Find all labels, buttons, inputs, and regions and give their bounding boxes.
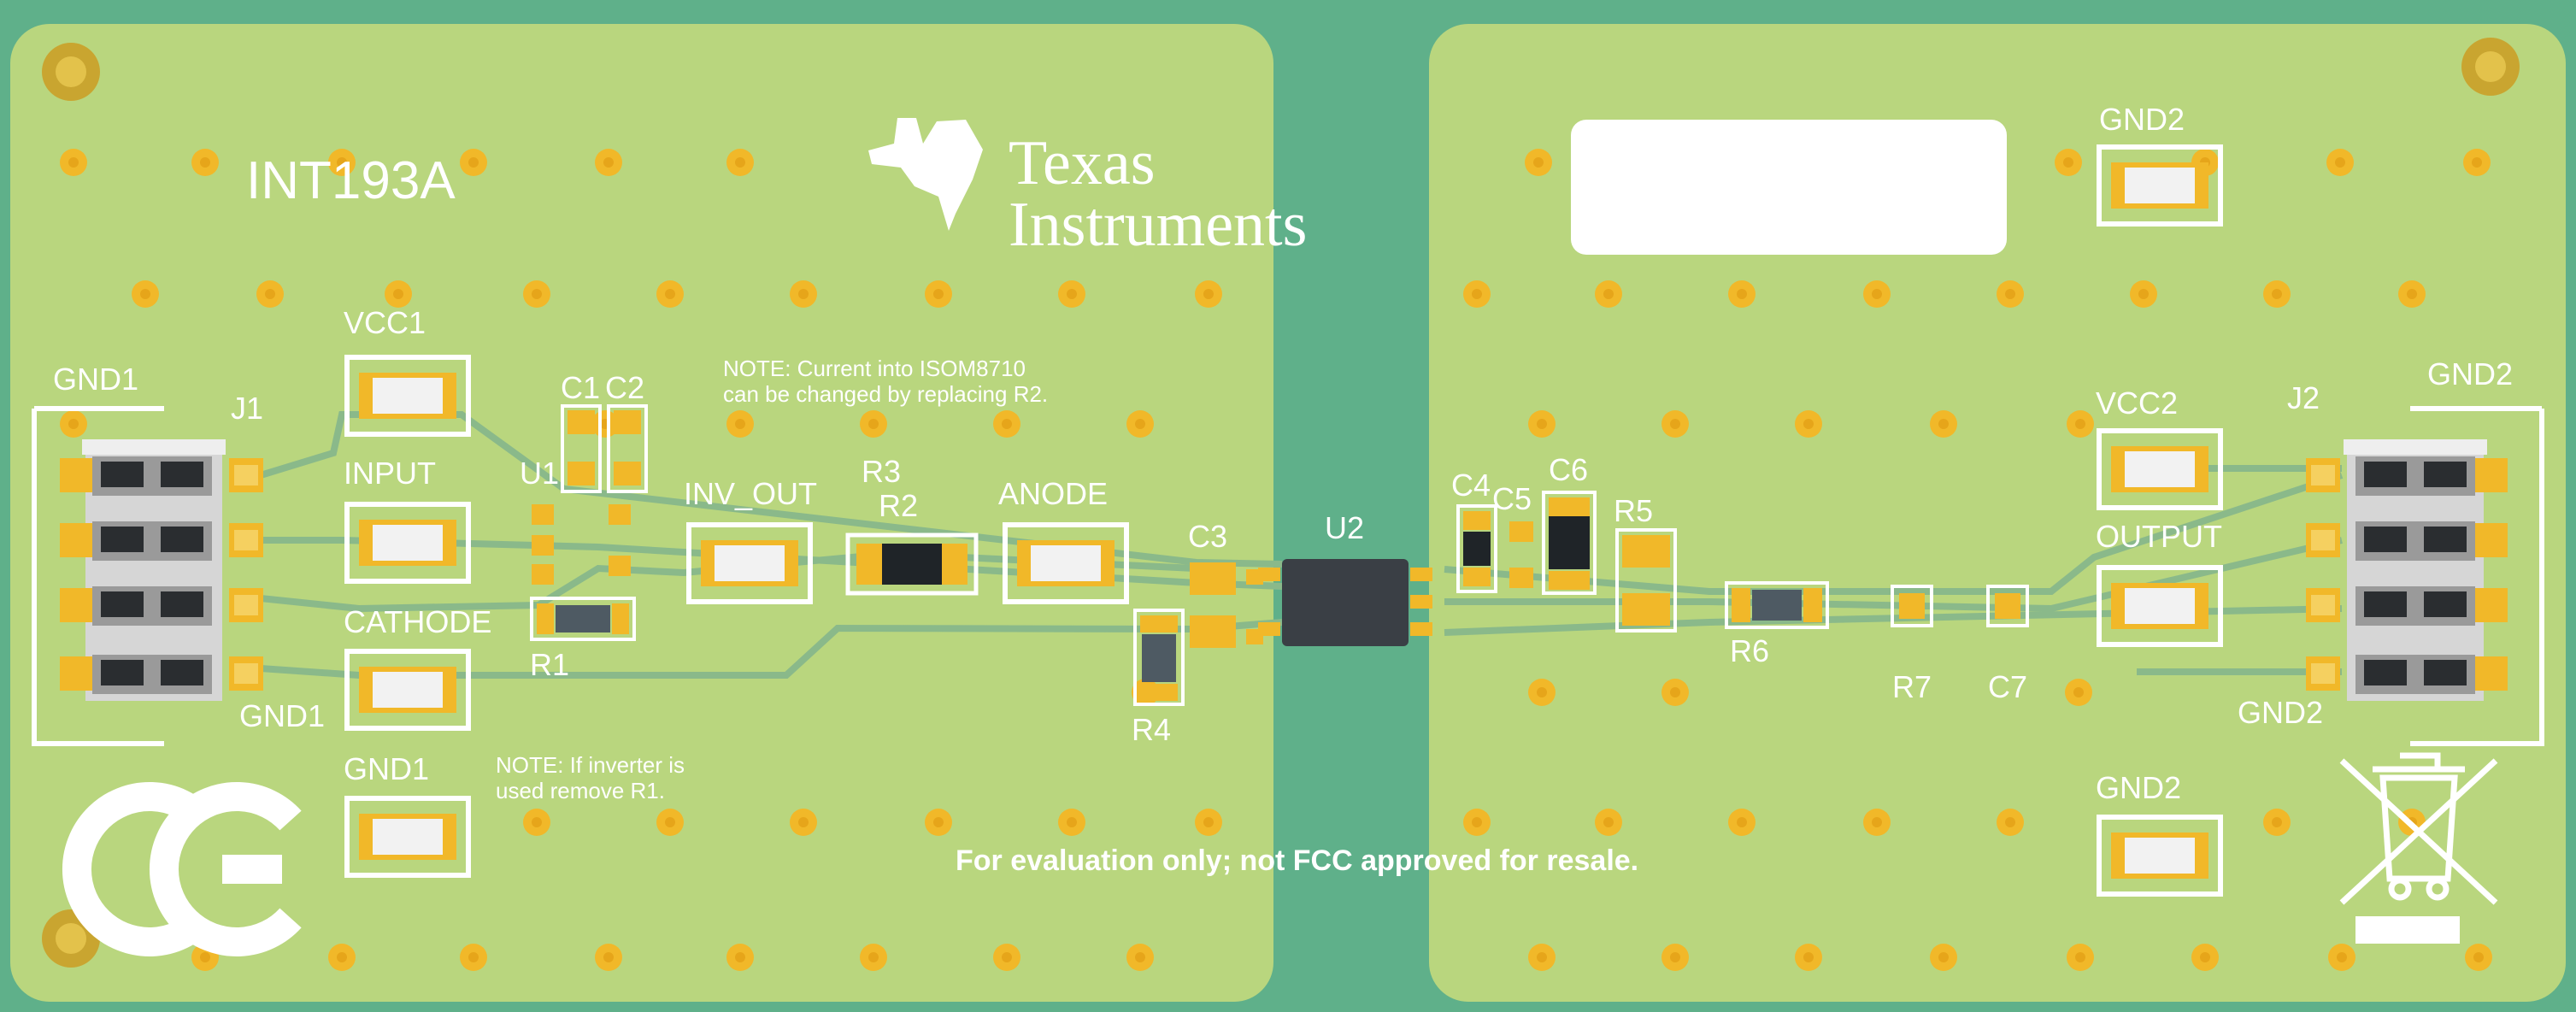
tp-label-gnd1: GND1 [344,751,429,786]
ref-r6: R6 [1730,633,1769,668]
tp-label-gnd2-top: GND2 [2099,102,2185,137]
note-r2-line1: NOTE: Current into ISOM8710 [723,356,1026,381]
board-left-half [10,24,1273,1002]
weee-bar [2355,916,2460,944]
ref-u2: U2 [1325,510,1364,545]
disclaimer: For evaluation only; not FCC approved fo… [956,844,1638,877]
tp-label-output: OUTPUT [2096,519,2222,554]
conn-label-gnd1-bottom: GND1 [239,698,325,733]
conn-label-j1: J1 [231,391,263,426]
ref-c2: C2 [605,370,644,405]
note-r1-line1: NOTE: If inverter is [496,752,685,778]
conn-label-j2: J2 [2287,380,2320,415]
ref-r7: R7 [1892,669,1932,704]
ref-r5: R5 [1614,493,1653,528]
ref-r1: R1 [530,647,569,682]
connector-j2 [2306,406,2544,746]
ref-c4: C4 [1451,468,1491,503]
weee-bin-icon [2339,752,2498,905]
tp-label-anode: ANODE [998,476,1108,511]
board-right-half [1429,24,2566,1002]
ref-r3: R3 [862,454,901,489]
ref-c1: C1 [561,370,600,405]
u2-chip [1282,559,1409,646]
conn-label-gnd2-bottom: GND2 [2238,695,2323,730]
ref-c3: C3 [1188,519,1227,554]
brand-line1: Texas [1009,128,1156,198]
conn-label-gnd1-top: GND1 [53,362,138,397]
tp-label-inv-out: INV_OUT [684,476,817,511]
board-title: INT193A [246,151,456,210]
tp-label-cathode: CATHODE [344,604,491,639]
ref-c7: C7 [1988,669,2027,704]
via-field [60,149,2492,971]
test-point-footprints [344,144,2223,897]
brand-line2: Instruments [1009,190,1307,260]
tp-label-input: INPUT [344,456,436,491]
note-r1-line2: used remove R1. [496,778,665,803]
tp-label-gnd2-bottom: GND2 [2096,770,2181,805]
ref-c5: C5 [1492,481,1532,516]
conn-label-gnd2-top: GND2 [2427,356,2513,391]
ti-logo-icon [868,118,983,231]
ref-u1: U1 [520,456,559,491]
ref-r2: R2 [879,488,918,523]
smd-components [530,404,2029,706]
connector-j1 [32,406,263,746]
ref-c6: C6 [1549,452,1588,487]
ref-r4: R4 [1132,712,1171,747]
tp-label-vcc2: VCC2 [2096,385,2178,421]
ce-mark-icon [62,782,302,956]
note-r2-line2: can be changed by replacing R2. [723,381,1048,407]
tp-label-vcc1: VCC1 [344,305,426,340]
label-area [1571,120,2007,255]
mounting-hole-icon [42,38,2520,968]
